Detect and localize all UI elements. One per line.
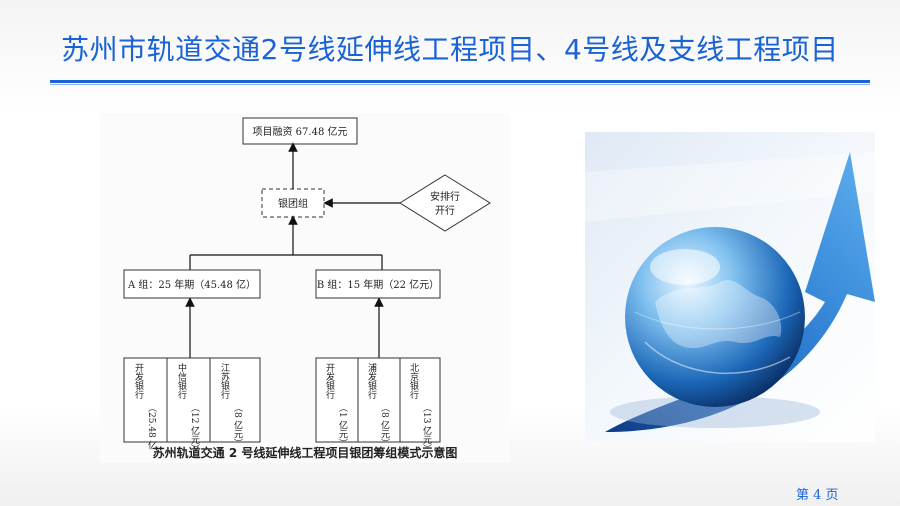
group-a-box: A 组：25 年期（45.48 亿）: [123, 269, 261, 299]
banks-a-box: [123, 357, 261, 443]
group-b-label: B 组：15 年期（22 亿元）: [317, 278, 439, 291]
bank-amount-a-2: （8 亿元）: [232, 403, 243, 448]
bank-amount-a-0: （25.48 亿: [146, 403, 157, 451]
syndicate-label: 银团组: [278, 197, 308, 210]
bank-name-a-2: 江苏银行: [219, 363, 230, 400]
bank-name-b-1: 浦发银行: [366, 362, 377, 400]
arranger-label-2: 开行: [435, 204, 455, 217]
globe-arrow-graphic: [585, 132, 875, 442]
syndicate-diagram: 项目融资 67.48 亿元 银团组 安排行 开行 A 组：25 年期（45.48…: [100, 113, 510, 463]
group-a-label: A 组：25 年期（45.48 亿）: [127, 278, 256, 291]
bank-amount-b-2: （13 亿元）: [421, 403, 432, 453]
financing-total-label: 项目融资 67.48 亿元: [253, 125, 348, 138]
bank-amount-b-1: （8 亿元）: [379, 403, 390, 448]
page-number: 第 4 页: [796, 488, 839, 503]
title-underline: [50, 80, 870, 83]
syndicate-box: 银团组: [261, 188, 325, 218]
diagram-caption: 苏州轨道交通 2 号线延伸线工程项目银团筹组模式示意图: [152, 446, 458, 460]
arranger-label-1: 安排行: [430, 190, 460, 203]
bank-name-b-0: 开发银行: [324, 363, 335, 400]
bank-amount-b-0: （1 亿元）: [337, 403, 348, 448]
title-underline-thin: [50, 84, 870, 85]
bank-name-a-0: 开发银行: [133, 363, 144, 400]
banks-b-box: [315, 357, 441, 443]
bank-name-b-2: 北京银行: [408, 363, 419, 400]
slide-title: 苏州市轨道交通2号线延伸线工程项目、4号线及支线工程项目: [61, 33, 839, 66]
arranger-diamond: 安排行 开行: [399, 174, 491, 232]
bank-name-a-1: 中信银行: [176, 362, 187, 400]
group-b-box: B 组：15 年期（22 亿元）: [315, 269, 441, 299]
financing-total-box: 项目融资 67.48 亿元: [242, 117, 358, 145]
bank-amount-a-1: （12 亿元）: [189, 403, 200, 453]
